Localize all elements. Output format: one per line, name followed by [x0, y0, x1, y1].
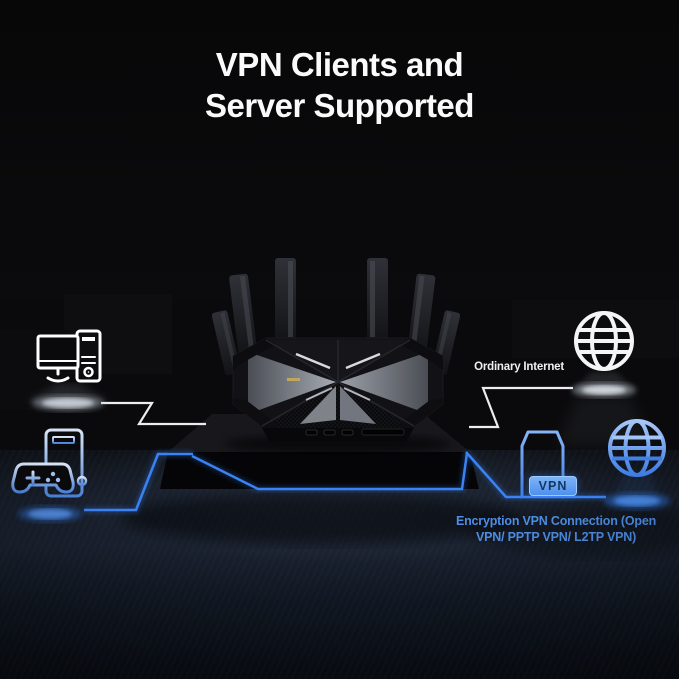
caption-line-1: Encryption VPN Connection (Open	[455, 514, 657, 528]
connection-line-internet-to-router	[469, 386, 573, 429]
ordinary-internet-label: Ordinary Internet	[474, 361, 564, 373]
glow-pool-desktop-pc	[26, 384, 110, 411]
glow-pool-ordinary-internet	[556, 372, 652, 446]
title-line-2: Server Supported	[205, 87, 474, 124]
connection-line-pc-to-router	[101, 401, 206, 426]
gaming-pc-with-controller-icon	[11, 428, 88, 498]
glow-pool-vpn-internet	[604, 472, 670, 510]
router-body	[232, 337, 444, 442]
vpn-badge: VPN	[529, 476, 577, 496]
vpn-caption: Encryption VPN Connection (Open VPN/ PPT…	[446, 513, 666, 545]
glow-pool-gaming-pc	[18, 506, 82, 522]
page-title: VPN Clients and Server Supported	[0, 44, 679, 126]
globe-icon	[574, 311, 634, 371]
caption-line-2: VPN/ PPTP VPN/ L2TP VPN)	[475, 530, 637, 544]
gold-logo-mark	[287, 378, 300, 381]
desktop-computer-icon	[36, 329, 102, 383]
title-line-1: VPN Clients and	[215, 46, 464, 83]
